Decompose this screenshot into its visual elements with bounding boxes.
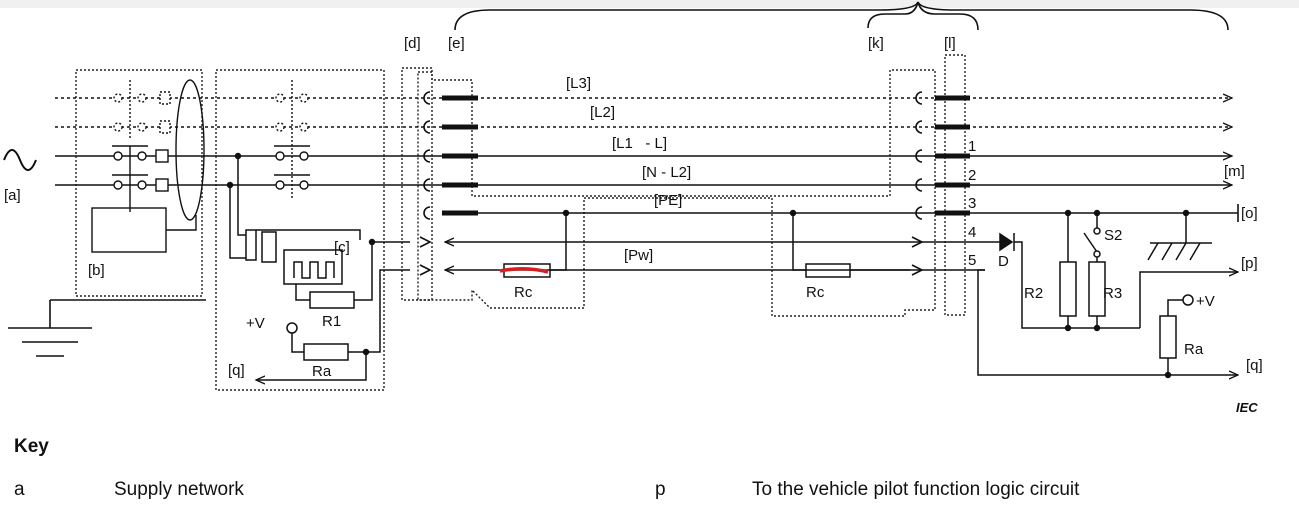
pin-5: 5 bbox=[968, 252, 976, 269]
box-d bbox=[401, 67, 433, 301]
dashed-boxes bbox=[75, 54, 966, 391]
supply-equipment-circuit bbox=[226, 152, 410, 381]
vehicle-circuit bbox=[977, 209, 1238, 378]
label-r2: R2 bbox=[1024, 285, 1043, 302]
label-q-right: [q] bbox=[1246, 357, 1263, 374]
label-r3: R3 bbox=[1103, 285, 1122, 302]
label-rc-right: Rc bbox=[806, 284, 825, 301]
label-Pw: [Pw] bbox=[624, 247, 653, 264]
box-supply-equipment bbox=[215, 69, 385, 391]
iec-mark: IEC bbox=[1236, 400, 1258, 415]
key-text: Supply network bbox=[114, 479, 244, 500]
label-m: [m] bbox=[1224, 163, 1245, 180]
label-rc-left: Rc bbox=[514, 284, 533, 301]
label-b: [b] bbox=[88, 262, 105, 279]
ac-source-icon bbox=[3, 149, 37, 171]
label-L3: [L3] bbox=[566, 75, 591, 92]
label-N: [N - L2] bbox=[642, 164, 691, 181]
top-braces bbox=[454, 1, 1229, 31]
key-title: Key bbox=[14, 436, 49, 457]
pin-2: 2 bbox=[968, 167, 976, 184]
label-l: [l] bbox=[944, 35, 956, 52]
key-text: To the vehicle pilot function logic circ… bbox=[752, 479, 1080, 500]
label-d: [d] bbox=[404, 35, 421, 52]
label-d-diode: D bbox=[998, 253, 1009, 270]
key-letter: a bbox=[14, 479, 25, 500]
pin-3: 3 bbox=[968, 195, 976, 212]
earth-icon bbox=[8, 299, 206, 357]
label-s2: S2 bbox=[1104, 227, 1122, 244]
key-letter: p bbox=[655, 479, 666, 500]
label-q-left: [q] bbox=[228, 362, 245, 379]
label-o: [o] bbox=[1241, 205, 1258, 222]
contact-bars bbox=[442, 95, 970, 216]
cable-rc-right bbox=[789, 209, 910, 278]
label-k: [k] bbox=[868, 35, 884, 52]
label-plusv-left: +V bbox=[246, 315, 265, 332]
label-a: [a] bbox=[4, 187, 21, 204]
label-r1: R1 bbox=[322, 313, 341, 330]
cable-rc-left bbox=[503, 209, 570, 278]
label-ra-right: Ra bbox=[1184, 341, 1204, 358]
socket-contacts bbox=[419, 91, 924, 276]
label-e: [e] bbox=[448, 35, 465, 52]
label-plusv-right: +V bbox=[1196, 293, 1215, 310]
label-c: [c] bbox=[334, 239, 350, 256]
top-strip bbox=[0, 0, 1299, 8]
switch-contacts bbox=[113, 91, 309, 192]
label-p: [p] bbox=[1241, 255, 1258, 272]
label-L2: [L2] bbox=[590, 104, 615, 121]
label-PE: [PE] bbox=[654, 192, 682, 209]
label-ra-left: Ra bbox=[312, 363, 332, 380]
rc-highlight-mark bbox=[499, 267, 549, 274]
pin-1: 1 bbox=[968, 138, 976, 155]
pin-4: 4 bbox=[968, 224, 976, 241]
label-L1: [L1 - L] bbox=[612, 135, 667, 152]
pilot-circuit-diagram: [a] [b] [c] [d] [e] [k] [l] [m] [o] [p] … bbox=[3, 1, 1263, 415]
